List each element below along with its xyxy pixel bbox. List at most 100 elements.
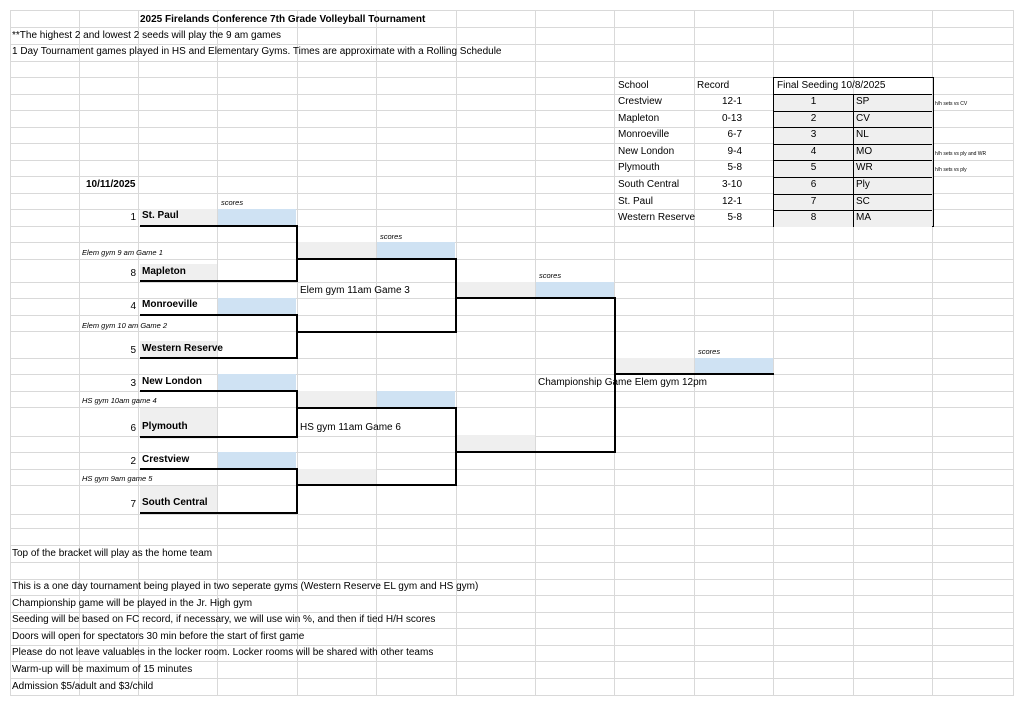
grid-row-line	[10, 193, 1014, 194]
record-value: 6-7	[727, 129, 742, 141]
semis-cell-bg	[298, 242, 376, 258]
footer-line: Warm-up will be maximum of 15 minutes	[12, 664, 193, 675]
record-school: South Central	[618, 179, 680, 190]
home-team-note: Top of the bracket will play as the home…	[12, 548, 213, 559]
final-cell-bg	[457, 435, 535, 451]
team-name: Western Reserve	[142, 343, 223, 354]
grid-row-line	[10, 612, 1014, 613]
grid-row-line	[10, 110, 1014, 111]
seeding-col-divider	[853, 94, 854, 111]
footer-line: Admission $5/adult and $3/child	[12, 681, 154, 692]
record-school: Plymouth	[618, 162, 660, 174]
seeding-number: 6	[810, 179, 817, 190]
record-school: Monroeville	[618, 129, 670, 141]
bracket-line	[616, 373, 774, 375]
grid-col-line	[853, 10, 854, 695]
grid-row-line	[10, 695, 1014, 696]
grid-row-line	[10, 374, 1014, 375]
tournament-date: 10/11/2025	[86, 179, 136, 190]
bracket-line	[455, 407, 457, 486]
bracket-line	[140, 225, 298, 227]
grid-col-line	[535, 10, 536, 695]
grid-col-line	[79, 10, 80, 695]
footer-line: Championship game will be played in the …	[12, 598, 253, 609]
bracket-line	[140, 357, 298, 359]
grid-col-line	[773, 10, 774, 695]
game-label: HS gym 10am game 4	[82, 396, 157, 405]
grid-row-line	[10, 143, 1014, 144]
record-value: 5-8	[727, 212, 742, 224]
bracket-line	[140, 436, 298, 438]
grid-row-line	[10, 259, 1014, 260]
seed-number: 2	[130, 456, 136, 467]
champion-score-cell[interactable]	[695, 358, 773, 374]
champion-cell-bg	[616, 358, 694, 374]
seeding-number: 2	[810, 112, 817, 124]
bracket-line	[140, 468, 298, 470]
seeding-col-divider	[853, 177, 854, 194]
final-cell-bg	[457, 282, 535, 298]
seeding-number: 5	[810, 162, 817, 174]
footer-line: This is a one day tournament being playe…	[12, 581, 479, 592]
score-cell[interactable]	[218, 374, 296, 390]
bracket-line	[296, 390, 298, 438]
seed-number: 7	[130, 499, 136, 510]
bracket-line	[614, 297, 616, 453]
bracket-line	[457, 297, 616, 299]
record-school: New London	[618, 145, 675, 157]
bracket-line	[296, 468, 298, 514]
score-cell[interactable]	[218, 452, 296, 468]
grid-row-line	[10, 315, 1014, 316]
grid-row-line	[10, 579, 1014, 580]
record-value: 3-10	[721, 179, 742, 190]
bracket-line	[298, 331, 457, 333]
record-school: Mapleton	[618, 112, 660, 124]
grid-row-line	[10, 27, 1014, 28]
record-value: 0-13	[721, 112, 742, 124]
footer-line: Doors will open for spectators 30 min be…	[12, 631, 305, 642]
score-cell[interactable]	[218, 298, 296, 314]
tiebreak-note: h/h sets vs CV	[935, 101, 968, 107]
semis-cell-bg	[298, 391, 376, 407]
team-cell-bg	[140, 264, 217, 280]
grid-row-line	[10, 10, 1014, 11]
team-name: Monroeville	[142, 299, 198, 310]
score-cell[interactable]	[218, 209, 296, 225]
game-label: HS gym 9am game 5	[82, 474, 153, 483]
seed-number: 4	[130, 301, 136, 312]
grid-col-line	[456, 10, 457, 695]
grid-row-line	[10, 407, 1014, 408]
seeding-number: 7	[810, 195, 817, 207]
record-school: Crestview	[618, 96, 662, 107]
grid-row-line	[10, 358, 1014, 359]
game-label: Elem gym 10 am Game 2	[82, 321, 168, 330]
team-name: Crestview	[142, 454, 190, 465]
seeding-abbr: NL	[856, 129, 869, 141]
grid-row-line	[10, 331, 1014, 332]
seeding-col-divider	[853, 160, 854, 178]
bracket-line	[296, 314, 298, 358]
seeding-col-divider	[853, 110, 854, 128]
team-name: South Central	[142, 497, 208, 508]
seed-number: 1	[130, 212, 136, 223]
seeding-abbr: CV	[856, 112, 870, 124]
bracket-line	[298, 258, 457, 260]
bracket-line	[140, 512, 298, 514]
seeding-abbr: MO	[856, 145, 873, 157]
sheet-title: 2025 Firelands Conference 7th Grade Voll…	[140, 14, 426, 25]
grid-row-line	[10, 44, 1014, 45]
score-cell[interactable]	[536, 282, 614, 298]
team-cell-bg	[140, 209, 217, 225]
score-cell[interactable]	[377, 391, 455, 407]
grid-row-line	[10, 209, 1014, 210]
grid-row-line	[10, 160, 1014, 161]
seeding-header: Final Seeding 10/8/2025	[777, 80, 886, 91]
grid-row-line	[10, 645, 1014, 646]
bracket-line	[140, 280, 298, 282]
grid-row-line	[10, 528, 1014, 529]
note-gyms: 1 Day Tournament games played in HS and …	[12, 46, 502, 57]
team-cell-bg	[140, 341, 217, 357]
seeding-number: 1	[810, 96, 817, 107]
bracket-line	[298, 407, 457, 409]
score-cell[interactable]	[377, 242, 455, 258]
